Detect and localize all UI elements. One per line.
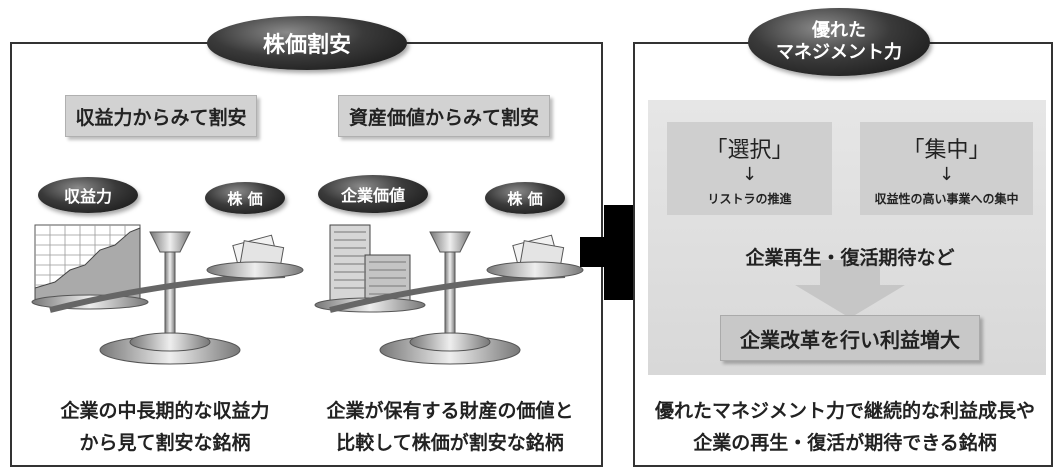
- stock-price-oval-2: 株 価: [485, 182, 565, 214]
- selection-arrow-icon: ↓: [741, 164, 758, 185]
- management-caption-line-1: 優れたマネジメント力で継続的な利益成長や: [654, 400, 1035, 422]
- management-caption: 優れたマネジメント力で継続的な利益成長や 企業の再生・復活が期待できる銘柄: [640, 395, 1050, 459]
- asset-caption-line-1: 企業が保有する財産の価値と: [326, 400, 574, 422]
- stock-price-oval-1: 株 価: [205, 182, 285, 214]
- revival-expectation-text: 企業再生・復活期待など: [745, 247, 955, 269]
- management-title: 優れた マネジメント力: [748, 8, 930, 76]
- earnings-caption-line-1: 企業の中長期的な収益力: [60, 400, 270, 422]
- undervalued-title: 株価割安: [207, 16, 407, 70]
- growth-chart-icon: [31, 224, 149, 310]
- management-title-line-1: 優れた: [812, 20, 866, 41]
- management-caption-line-2: 企業の再生・復活が期待できる銘柄: [693, 432, 997, 454]
- balance-scale-icon: [314, 224, 584, 365]
- asset-caption-line-2: 比較して株価が割安な銘柄: [336, 432, 564, 454]
- concentration-heading: 「集中」: [902, 138, 991, 163]
- building-icon: [314, 224, 426, 313]
- down-arrow-icon: [795, 260, 905, 318]
- concentration-box: 「集中」 ↓ 収益性の高い事業への集中: [860, 122, 1033, 215]
- management-title-line-2: マネジメント力: [776, 42, 902, 63]
- reform-result-box: 企業改革を行い利益増大: [720, 315, 980, 361]
- earnings-power-oval: 収益力: [38, 177, 138, 213]
- earnings-caption-line-2: から見て割安な銘柄: [79, 432, 251, 454]
- earnings-caption: 企業の中長期的な収益力 から見て割安な銘柄: [25, 395, 305, 459]
- selection-heading: 「選択」: [705, 138, 794, 163]
- restructuring-label: リストラの推進: [707, 192, 792, 206]
- earnings-undervalued-label: 収益力からみて割安: [65, 95, 257, 137]
- concentration-arrow-icon: ↓: [938, 164, 955, 185]
- selection-box: 「選択」 ↓ リストラの推進: [667, 122, 832, 215]
- asset-undervalued-label: 資産価値からみて割安: [338, 95, 550, 137]
- balance-scale-icon: [31, 224, 304, 365]
- asset-caption: 企業が保有する財産の価値と 比較して株価が割安な銘柄: [305, 395, 595, 459]
- enterprise-value-oval: 企業価値: [318, 175, 428, 213]
- focus-business-label: 収益性の高い事業への集中: [874, 192, 1019, 206]
